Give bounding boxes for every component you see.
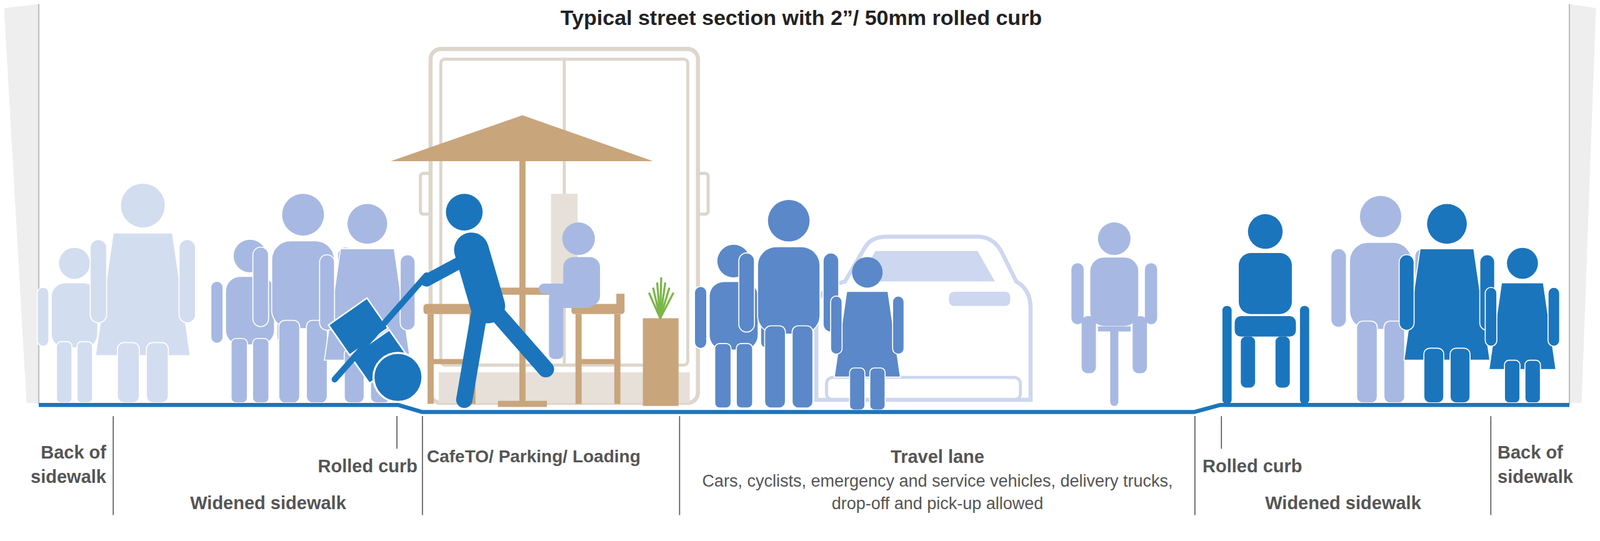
zone-label: Back of sidewalk [1497, 440, 1592, 490]
planter [643, 277, 679, 407]
seated-person [538, 222, 600, 360]
worker-hand-truck [328, 193, 547, 402]
zone-divider [396, 416, 398, 449]
zone-divider [1194, 416, 1196, 515]
diagram-title: Typical street section with 2”/ 50mm rol… [560, 3, 1042, 33]
curb-label: Rolled curb [1202, 454, 1303, 479]
cafe-seating [390, 115, 654, 407]
person-figure [90, 183, 195, 404]
zone-divider [1490, 416, 1492, 515]
person-figure [1399, 204, 1495, 404]
cyclist [1071, 222, 1157, 407]
zone-divider [112, 416, 114, 515]
zone-label: CafeTO/ Parking/ Loading [426, 445, 641, 469]
zone-label: Travel lane [890, 445, 985, 470]
zone-description: Cars, cyclists, emergency and service ve… [683, 470, 1193, 516]
zone-label: Widened sidewalk [1265, 491, 1422, 516]
zone-label: Widened sidewalk [190, 491, 347, 516]
wall-shade [4, 4, 40, 404]
wheelchair-user [1222, 214, 1310, 405]
car [816, 236, 1031, 400]
person-figure [1485, 248, 1560, 404]
zone-divider [679, 416, 681, 515]
zone-divider [421, 416, 424, 515]
wall-shade [1569, 4, 1596, 404]
person-figure [738, 200, 839, 409]
wall-line [1568, 4, 1570, 405]
person-figure [830, 256, 905, 410]
zone-label: Back of sidewalk [6, 440, 107, 490]
zone-divider [1220, 416, 1222, 449]
curb-label: Rolled curb [317, 454, 418, 479]
ground-curb-line [38, 405, 1570, 412]
